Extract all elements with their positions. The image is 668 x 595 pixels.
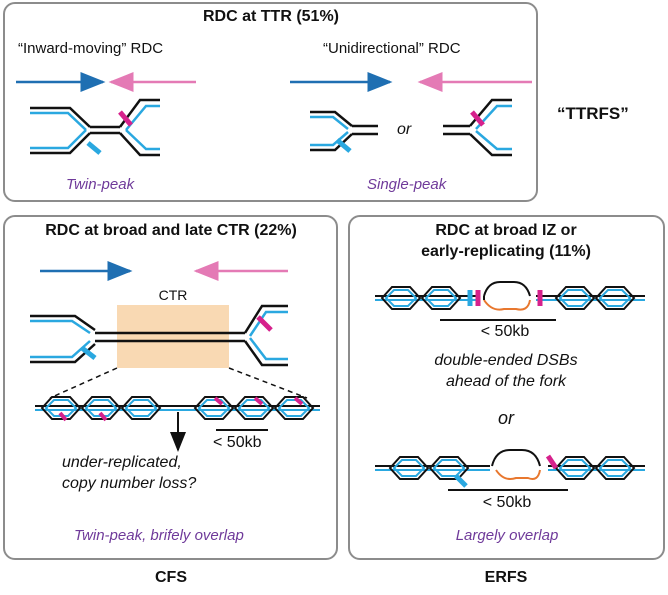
dsb-line2: ahead of the fork	[445, 373, 567, 390]
ttr-single-fork-left	[310, 110, 378, 153]
ctr-chromatin	[35, 396, 320, 452]
dsb-line1: double-ended DSBs	[434, 352, 578, 369]
iz-panel-title-line2: early-replicating (11%)	[421, 243, 591, 260]
iz-or-text: or	[497, 408, 515, 428]
iz-panel-title-line1: RDC at broad IZ or	[435, 222, 577, 239]
cfs-label: CFS	[155, 569, 187, 586]
iz-scale-label-bottom: < 50kb	[482, 494, 532, 511]
ttr-panel-title: RDC at TTR (51%)	[202, 8, 340, 25]
iz-chromatin-top	[375, 281, 645, 321]
ttr-inward-forks	[30, 98, 160, 157]
iz-caption: Largely overlap	[455, 527, 559, 544]
panel-ttr	[3, 2, 538, 202]
ttrfs-label: “TTRFS”	[557, 104, 629, 123]
under-replicated-note: under-replicated,	[62, 454, 182, 471]
iz-chromatin-bottom	[375, 449, 645, 491]
single-peak-caption: Single-peak	[367, 176, 447, 193]
ttr-single-fork-right	[443, 98, 512, 157]
twin-peak-caption: Twin-peak	[66, 176, 135, 193]
ctr-caption: Twin-peak, brifely overlap	[74, 527, 244, 544]
ctr-scale-label: < 50kb	[213, 434, 262, 451]
ctr-panel-title: RDC at broad and late CTR (22%)	[45, 222, 297, 239]
unidirectional-label: “Unidirectional” RDC	[323, 40, 461, 57]
panel-ctr	[3, 215, 338, 560]
iz-scale-label-top: < 50kb	[480, 323, 530, 340]
copy-number-loss-note: copy number loss?	[62, 475, 197, 492]
ctr-label: CTR	[158, 287, 188, 303]
panel-iz	[348, 215, 665, 560]
ttr-or-text: or	[397, 121, 412, 138]
erfs-label: ERFS	[484, 569, 528, 586]
inward-moving-label: “Inward-moving” RDC	[18, 40, 164, 57]
ctr-region	[117, 305, 229, 368]
ctr-forks	[30, 304, 308, 399]
